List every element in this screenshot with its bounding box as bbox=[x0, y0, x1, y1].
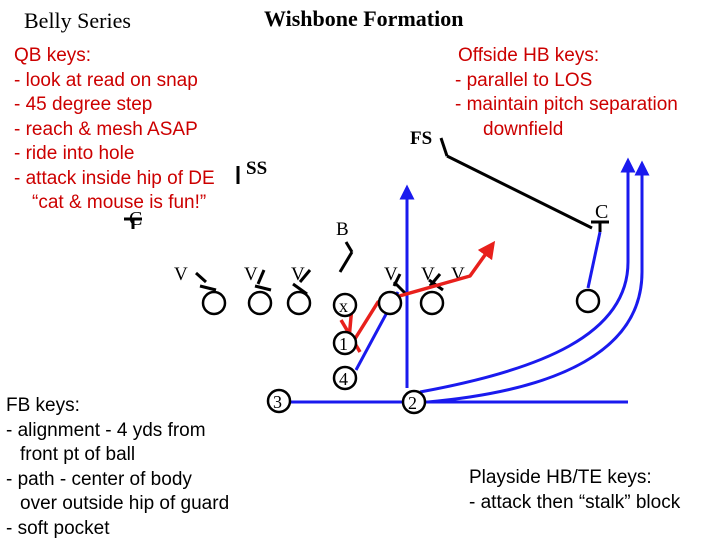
right-hb-path-outer bbox=[428, 168, 642, 402]
offensive-lineman bbox=[203, 292, 225, 314]
free-safety-label: FS bbox=[410, 128, 432, 149]
backer-label: B bbox=[336, 219, 349, 240]
defender-v: V bbox=[174, 264, 188, 285]
offensive-lineman bbox=[421, 292, 443, 314]
fb-number: 4 bbox=[339, 369, 348, 389]
right-hb-number: 2 bbox=[408, 393, 417, 413]
qb-path bbox=[348, 248, 490, 350]
backer-marker bbox=[340, 242, 352, 272]
qb-number: 1 bbox=[339, 334, 348, 354]
free-safety-drop-path bbox=[447, 156, 592, 228]
defender-v: V bbox=[291, 264, 305, 285]
playside-te bbox=[577, 290, 599, 312]
line-defender-marker bbox=[196, 273, 216, 290]
free-safety-marker bbox=[441, 138, 447, 156]
right-corner-marker bbox=[591, 222, 609, 232]
strong-safety-label: SS bbox=[246, 158, 267, 179]
left-hb-number: 3 bbox=[273, 392, 282, 412]
offensive-lineman bbox=[379, 292, 401, 314]
defender-v: V bbox=[244, 264, 258, 285]
center-label: x bbox=[339, 296, 348, 316]
offensive-lineman bbox=[288, 292, 310, 314]
offensive-lineman bbox=[249, 292, 271, 314]
right-corner-label: C bbox=[595, 201, 608, 223]
playside-stalk-path bbox=[588, 232, 600, 288]
